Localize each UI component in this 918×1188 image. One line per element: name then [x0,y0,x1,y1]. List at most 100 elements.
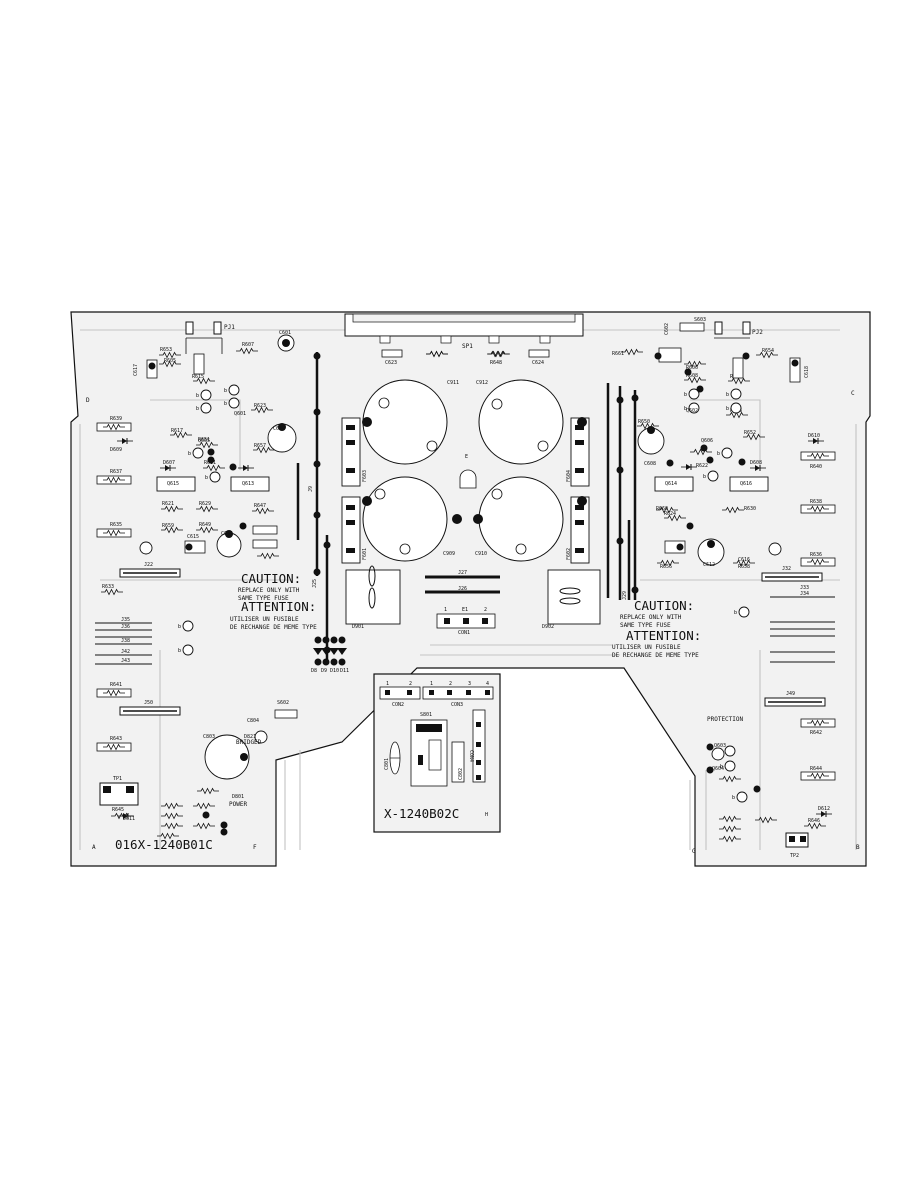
svg-text:Q602: Q602 [686,408,698,414]
svg-text:R629: R629 [199,501,211,507]
heatsink-bracket [344,313,584,344]
svg-text:TP2: TP2 [790,853,799,859]
f603-label: F603 [362,470,368,482]
svg-text:R658: R658 [738,564,750,570]
resistors-right-edge: R640 R638 R636 R642 R644 R646 [800,451,836,829]
svg-text:4: 4 [486,681,489,687]
svg-text:J34: J34 [800,591,809,597]
svg-text:E1: E1 [462,607,468,613]
svg-text:D607: D607 [163,460,175,466]
svg-text:SAME TYPE FUSE: SAME TYPE FUSE [238,595,289,602]
j27-label: J27 [458,570,467,576]
svg-text:D608: D608 [750,460,762,466]
svg-text:R617: R617 [171,428,183,434]
svg-text:C607: C607 [273,426,285,432]
protection-label: PROTECTION [707,716,744,723]
svg-text:D: D [86,397,90,404]
f602-label: F602 [566,548,572,560]
svg-text:R657: R657 [254,443,266,449]
bridged-label: BRIDGED [236,739,262,746]
svg-text:C616: C616 [738,557,750,563]
svg-text:R656: R656 [660,564,672,570]
svg-text:J38: J38 [121,638,130,644]
rectifier-right: D902 [542,569,601,630]
svg-text:D9: D9 [321,668,327,674]
svg-text:C611: C611 [221,531,233,537]
svg-text:TP1: TP1 [113,776,122,782]
medium-capacitors [204,334,725,780]
caution-right-title: CAUTION: [634,598,694,613]
f604-label: F604 [566,470,572,482]
svg-text:J36: J36 [121,624,130,630]
svg-text:R640: R640 [810,464,822,470]
svg-text:D612: D612 [818,806,830,812]
svg-text:D902: D902 [542,624,554,630]
svg-text:C804: C804 [247,718,259,724]
svg-text:J22: J22 [144,562,153,568]
caution-left-title: CAUTION: [241,571,301,586]
svg-text:R652: R652 [744,430,756,436]
power-label: POWER [229,801,247,808]
svg-text:D10: D10 [330,668,339,674]
svg-text:G: G [692,848,696,855]
svg-text:DE RECHANGE DE MEME TYPE: DE RECHANGE DE MEME TYPE [612,652,699,659]
svg-text:C803: C803 [203,734,215,740]
svg-text:J42: J42 [121,649,130,655]
svg-text:R624: R624 [664,511,676,517]
svg-text:Q605: Q605 [198,438,210,444]
svg-text:2: 2 [484,607,487,613]
svg-text:J32: J32 [782,566,791,572]
svg-text:R660: R660 [656,506,668,512]
svg-text:C802: C802 [458,768,464,780]
caution-left: CAUTION: REPLACE ONLY WITH SAME TYPE FUS… [230,571,317,631]
svg-text:2: 2 [449,681,452,687]
svg-text:R621: R621 [162,501,174,507]
pj1-label: PJ1 [224,324,235,331]
heatsink-resistors: C623 J9 C624 [381,349,550,366]
svg-text:S602: S602 [277,700,289,706]
svg-text:C: C [851,390,855,397]
svg-text:R646: R646 [808,818,820,824]
svg-text:CON1: CON1 [458,630,470,636]
svg-text:R608: R608 [686,373,698,379]
svg-text:C602: C602 [664,323,670,335]
svg-text:R605: R605 [164,358,176,364]
svg-text:R661: R661 [612,351,624,357]
j26-label: J26 [458,586,467,592]
svg-text:UTILISER UN FUSIBLE: UTILISER UN FUSIBLE [612,644,681,651]
svg-text:2: 2 [409,681,412,687]
attention-left-title: ATTENTION: [241,599,316,614]
svg-text:D801: D801 [232,794,244,800]
main-board-id: 016X-1240B01C [115,837,213,852]
c912-label: C912 [476,380,488,386]
resistors-left-inner: R653 R605 R615 R607 R617 R651 R611 R621 … [158,342,449,559]
svg-text:Q615: Q615 [167,481,179,487]
svg-text:R635: R635 [110,522,122,528]
diodes: D609 D610 D607 D608 D611 D612 [110,433,833,822]
svg-text:Q606: Q606 [701,438,713,444]
svg-text:R638: R638 [810,499,822,505]
svg-text:Q614: Q614 [665,481,677,487]
tp2-testpoint: TP2 [785,832,809,859]
svg-text:DE RECHANGE DE MEME TYPE: DE RECHANGE DE MEME TYPE [230,624,317,631]
svg-text:Q601: Q601 [234,411,246,417]
pj1-connector: PJ1 [185,321,235,354]
svg-text:1: 1 [386,681,389,687]
svg-text:J49: J49 [786,691,795,697]
svg-text:H: H [485,812,488,818]
svg-text:Q604: Q604 [712,766,724,772]
c909-label: C909 [443,551,455,557]
f601-label: F601 [362,548,368,560]
tp1-testpoint: TP1 [99,776,139,806]
svg-text:C608: C608 [644,461,656,467]
svg-text:C601: C601 [279,330,291,336]
attention-right-title: ATTENTION: [626,628,701,643]
svg-text:R633: R633 [102,584,114,590]
svg-text:SAME TYPE FUSE: SAME TYPE FUSE [620,622,671,629]
svg-text:R622: R622 [696,463,708,469]
rectifier-left: D901 [345,565,401,630]
svg-text:R642: R642 [810,730,822,736]
svg-text:R649: R649 [199,522,211,528]
svg-text:R659: R659 [162,523,174,529]
svg-text:A: A [92,844,96,851]
